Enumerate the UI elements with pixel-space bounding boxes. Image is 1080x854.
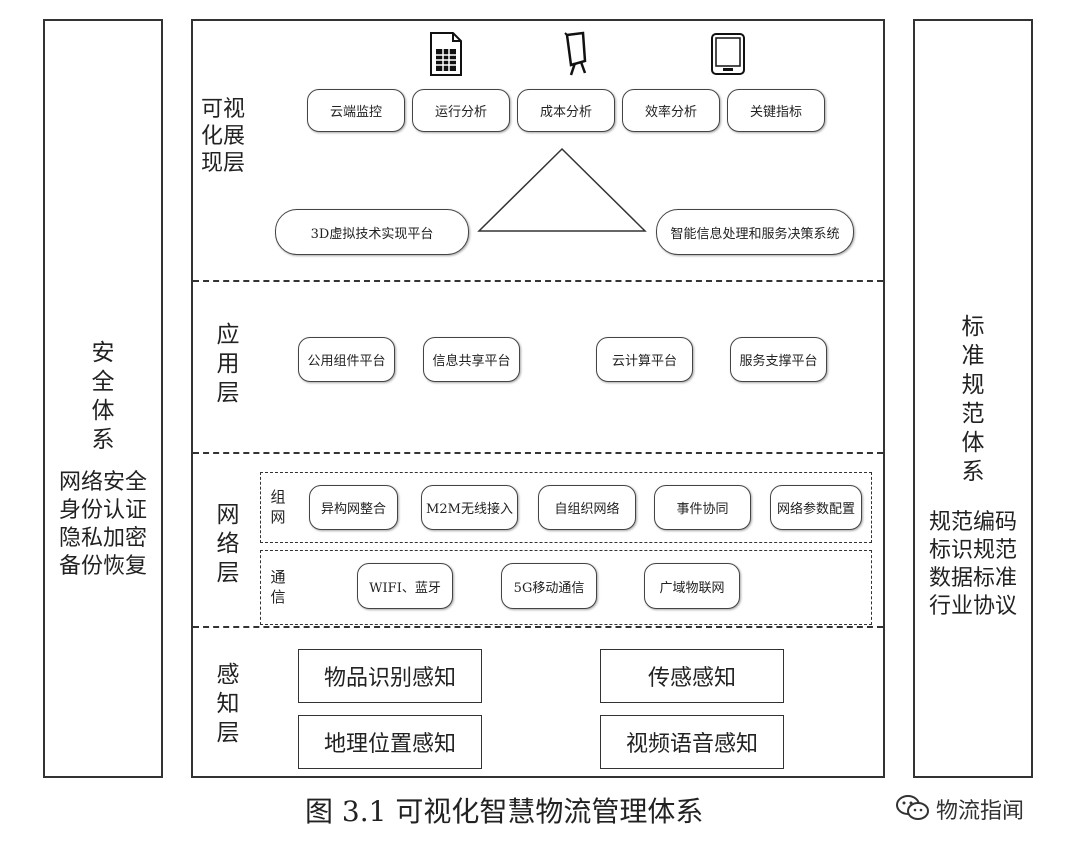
spreadsheet-icon	[430, 32, 462, 76]
perception-item-sensing: 传感感知	[600, 649, 784, 703]
architecture-main-box: 可视 化展 现层 云端监控 运行分析 成本分析 效率分析 关键指标 3D虚拟技术…	[191, 19, 885, 778]
platform-3d-virtual: 3D虚拟技术实现平台	[275, 209, 469, 255]
net-item-event-collab: 事件协同	[654, 485, 751, 530]
standards-system-panel: 标 准 规 范 体 系 规范编码 标识规范 数据标准 行业协议	[913, 19, 1033, 778]
network-layer-label: 网 络 层	[216, 502, 240, 586]
tablet-icon	[711, 33, 745, 75]
net-item-m2m: M2M无线接入	[421, 485, 518, 530]
standards-system-title: 标 准 规 范 体 系	[961, 314, 985, 485]
presentation-icon	[564, 31, 587, 76]
perception-layer-label: 感 知 层	[216, 662, 240, 746]
perception-item-video-voice: 视频语音感知	[600, 715, 784, 769]
net-item-heterogeneous: 异构网整合	[309, 485, 398, 530]
communication-group: 通 信 WIFI、蓝牙 5G移动通信 广域物联网	[260, 550, 872, 625]
net-item-self-organizing: 自组织网络	[538, 485, 636, 530]
module-operation-analysis: 运行分析	[412, 89, 510, 132]
layer-divider	[193, 626, 883, 628]
module-key-indicators: 关键指标	[727, 89, 825, 132]
module-cost-analysis: 成本分析	[517, 89, 615, 132]
perception-item-identification: 物品识别感知	[298, 649, 482, 703]
module-common-components: 公用组件平台	[298, 337, 395, 382]
module-efficiency-analysis: 效率分析	[622, 89, 720, 132]
platform-intelligent-decision: 智能信息处理和服务决策系统	[656, 209, 854, 255]
networking-group: 组 网 异构网整合 M2M无线接入 自组织网络 事件协同 网络参数配置	[260, 472, 872, 543]
triangle-shape	[477, 147, 647, 232]
layer-divider	[193, 280, 883, 282]
layer-divider	[193, 452, 883, 454]
module-cloud-monitoring: 云端监控	[307, 89, 405, 132]
standards-system-items: 规范编码 标识规范 数据标准 行业协议	[928, 510, 1017, 619]
figure-caption: 图 3.1 可视化智慧物流管理体系	[305, 795, 704, 828]
comm-item-wide-area-iot: 广域物联网	[644, 563, 740, 609]
watermark-text: 物流指闻	[936, 799, 1025, 824]
security-system-items: 网络安全 身份认证 隐私加密 备份恢复	[58, 470, 147, 579]
module-info-sharing: 信息共享平台	[423, 337, 520, 382]
net-item-param-config: 网络参数配置	[770, 485, 862, 530]
comm-item-5g: 5G移动通信	[501, 563, 597, 609]
visual-layer-label: 可视 化展 现层	[201, 97, 246, 176]
wechat-icon	[896, 795, 929, 820]
security-system-panel: 安 全 体 系 网络安全 身份认证 隐私加密 备份恢复	[43, 19, 163, 778]
application-layer-label: 应 用 层	[216, 322, 240, 406]
comm-item-wifi-bluetooth: WIFI、蓝牙	[357, 563, 453, 609]
communication-label: 通 信	[270, 568, 286, 606]
perception-item-geolocation: 地理位置感知	[298, 715, 482, 769]
module-cloud-computing: 云计算平台	[596, 337, 693, 382]
module-service-support: 服务支撑平台	[730, 337, 827, 382]
security-system-title: 安 全 体 系	[91, 340, 115, 453]
networking-label: 组 网	[270, 488, 286, 526]
